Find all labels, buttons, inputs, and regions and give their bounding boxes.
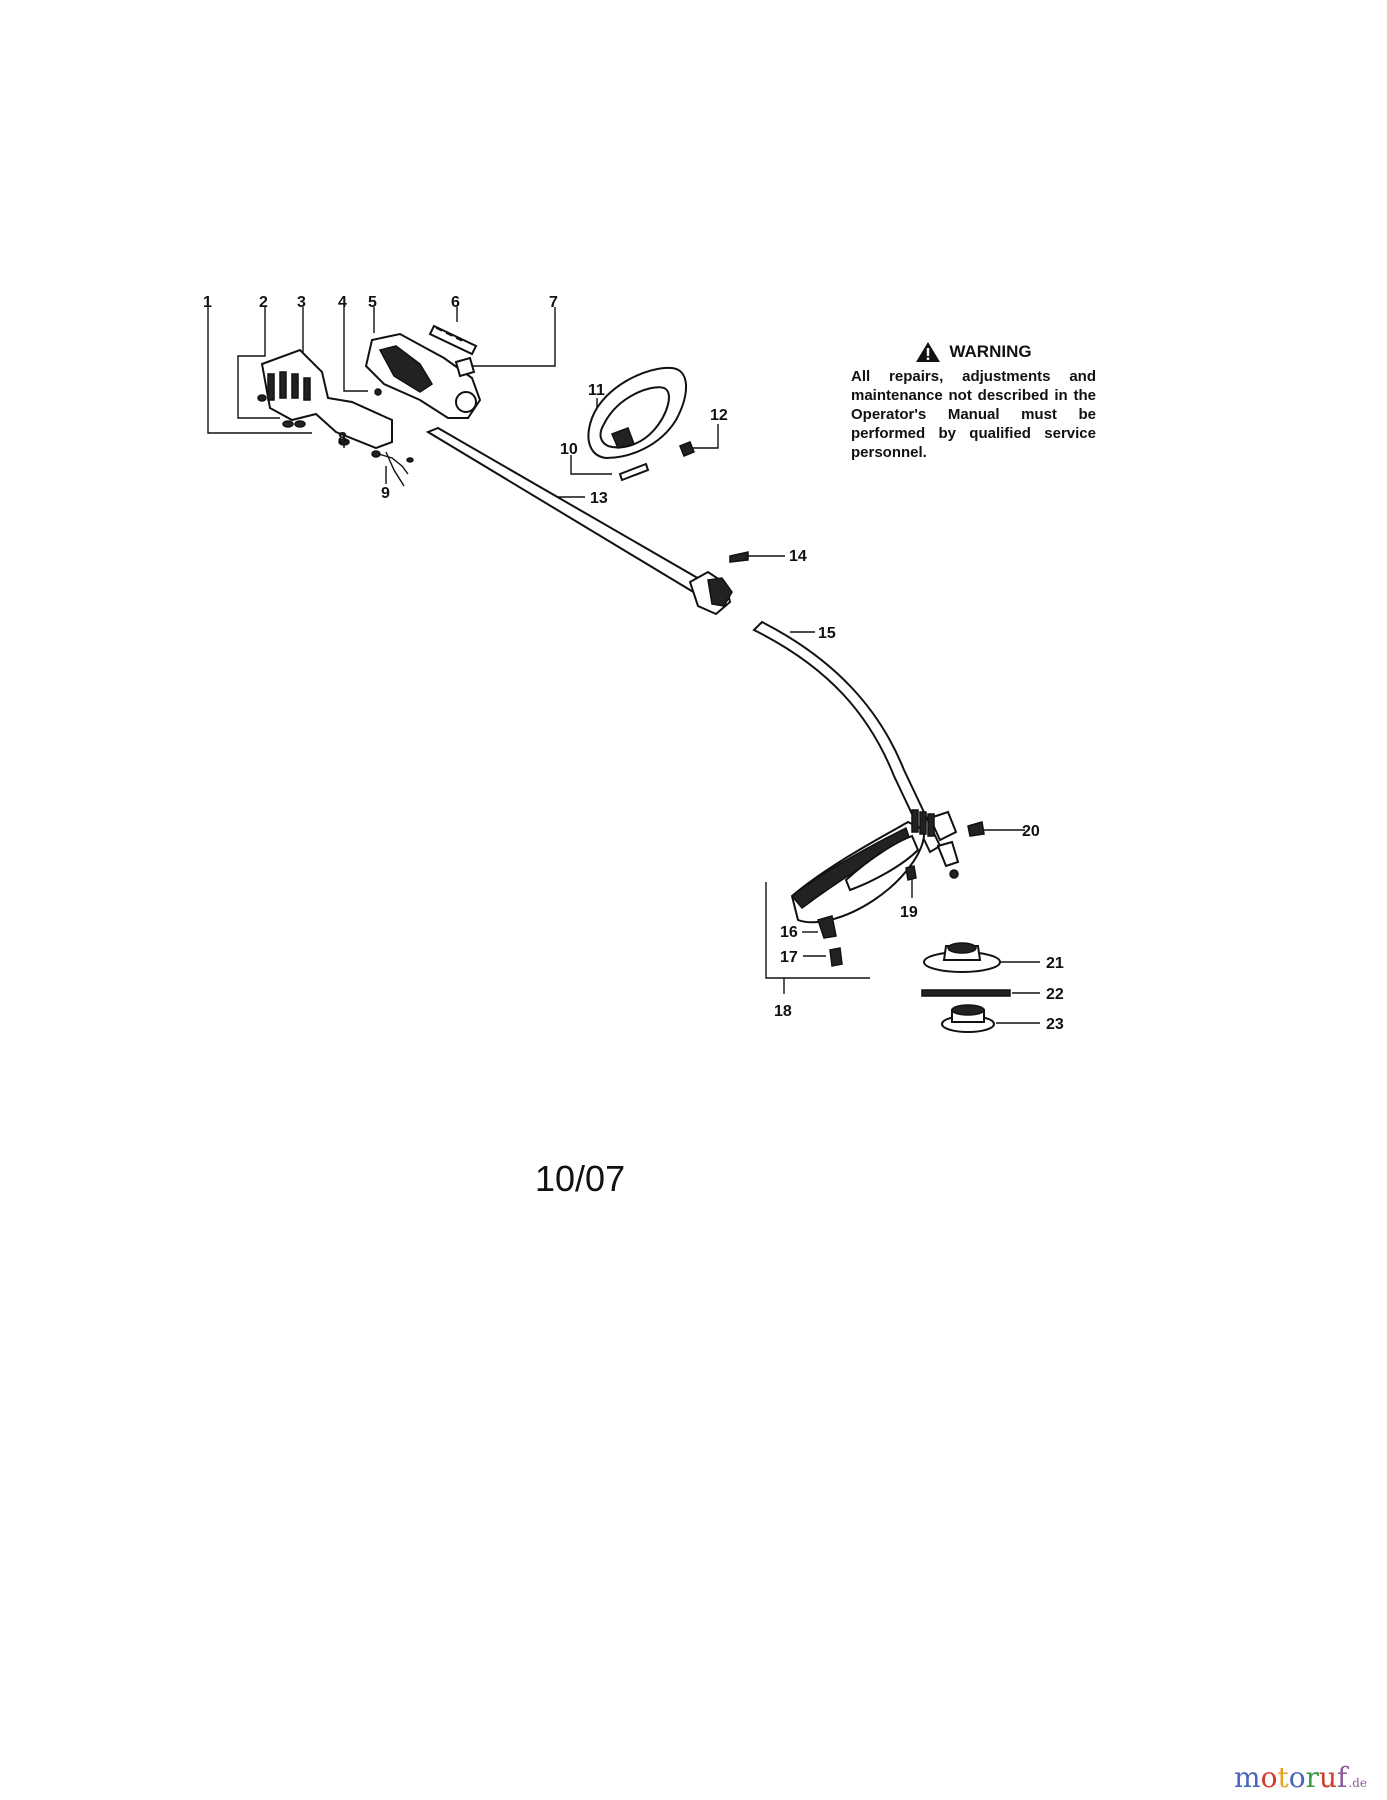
- callout-7: 7: [549, 294, 558, 311]
- callout-labels: 1 2 3 4 5 6 7 8 9 10 11 12 13 14 15 16 1…: [203, 294, 1064, 1033]
- callout-18: 18: [774, 1003, 792, 1020]
- callout-3: 3: [297, 294, 306, 311]
- callout-21: 21: [1046, 955, 1064, 972]
- callout-10: 10: [560, 441, 578, 458]
- callout-16: 16: [780, 924, 798, 941]
- brand-letter: o: [1260, 1761, 1278, 1794]
- callout-11: 11: [588, 382, 605, 399]
- brand-letter: u: [1318, 1761, 1338, 1794]
- callout-13: 13: [590, 490, 608, 507]
- brand-name: motoruf: [1234, 1761, 1347, 1794]
- brand-letter: m: [1234, 1761, 1261, 1794]
- callout-15: 15: [818, 625, 836, 642]
- brand-letter: o: [1288, 1761, 1306, 1794]
- callout-4: 4: [338, 294, 347, 311]
- callout-23: 23: [1046, 1016, 1064, 1033]
- callout-8: 8: [338, 430, 347, 447]
- callout-5: 5: [368, 294, 377, 311]
- callout-12: 12: [710, 407, 728, 424]
- revision-date: 10/07: [535, 1158, 626, 1199]
- callout-9: 9: [381, 485, 390, 502]
- callout-14: 14: [789, 548, 807, 565]
- callout-1: 1: [203, 294, 212, 311]
- warning-title: WARNING: [949, 342, 1032, 361]
- leader-lines: [207, 307, 1040, 1024]
- callout-20: 20: [1022, 823, 1040, 840]
- brand-letter: t: [1277, 1761, 1289, 1794]
- warning-text: All repairs, adjustments and maintenance…: [851, 368, 1096, 461]
- brand-letter: f: [1337, 1761, 1348, 1794]
- brand-letter: r: [1305, 1761, 1319, 1794]
- callout-22: 22: [1046, 986, 1064, 1003]
- brand-tld: .de: [1348, 1776, 1367, 1790]
- callout-17: 17: [780, 949, 798, 966]
- callout-2: 2: [259, 294, 268, 311]
- callout-6: 6: [451, 294, 460, 311]
- parts: [257, 324, 1011, 1033]
- warning-heading: WARNING: [851, 341, 1096, 363]
- warning-notice: WARNING All repairs, adjustments and mai…: [851, 341, 1096, 462]
- warning-triangle-icon: [916, 342, 941, 362]
- callout-19: 19: [900, 904, 918, 921]
- brand-watermark: motoruf .de: [1234, 1761, 1367, 1794]
